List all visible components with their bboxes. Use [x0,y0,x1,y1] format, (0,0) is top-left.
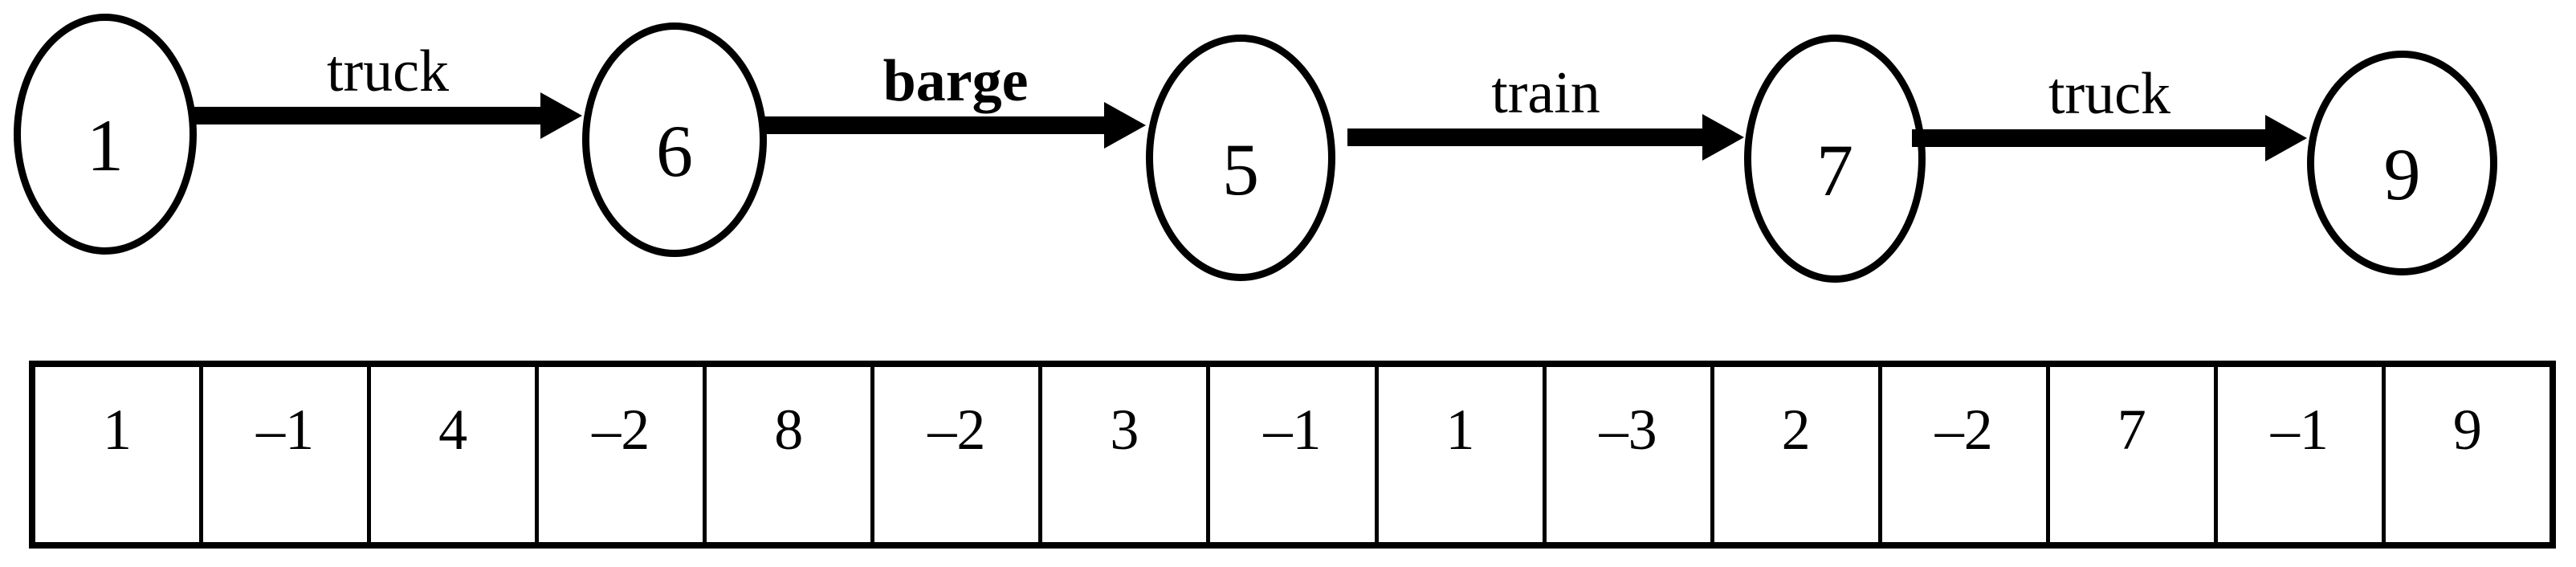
edge-label-train: train [1491,60,1600,126]
arrow-head-icon [2265,115,2307,161]
graph-node-6: 6 [582,22,767,257]
edge-label-truck-1: truck [326,39,450,104]
weight-table: 1 –1 4 –2 8 –2 3 –1 1 –3 2 –2 7 –1 9 [29,361,2556,549]
graph-node-1: 1 [14,14,197,255]
edge-label-barge: barge [882,48,1029,114]
graph-node-9: 9 [2307,51,2497,275]
table-cell: –3 [1547,367,1714,542]
table-cell: –2 [1882,367,2050,542]
table-cell: –2 [539,367,707,542]
edge-label-truck-2: truck [2048,61,2171,127]
table-cell: 3 [1042,367,1211,542]
node-label: 5 [1222,128,1259,210]
arrow-shaft [763,116,1108,134]
node-label: 1 [87,104,124,186]
arrow-shaft [193,107,542,124]
table-cell: –1 [2218,367,2386,542]
table-cell: 1 [1379,367,1547,542]
table-cell: 2 [1714,367,1882,542]
arrow-head-icon [540,92,582,139]
graph-node-5: 5 [1146,35,1335,281]
node-label: 7 [1816,128,1853,211]
table-cell: 9 [2452,398,2482,462]
arrow-shaft [1912,129,2267,147]
arrow-head-icon [1104,102,1146,149]
table-cell: 1 [35,367,204,542]
table-cell: 4 [371,367,540,542]
table-cell: 7 [2050,367,2218,542]
table-cell: 8 [707,367,875,542]
arrow-shaft [1347,128,1704,146]
node-label: 6 [656,110,693,192]
graph-node-7: 7 [1744,35,1926,283]
table-cell: –1 [1210,367,1379,542]
table-cell: –1 [203,367,372,542]
node-label: 9 [2383,133,2421,215]
table-cell: –2 [874,367,1043,542]
arrow-head-icon [1702,114,1744,161]
